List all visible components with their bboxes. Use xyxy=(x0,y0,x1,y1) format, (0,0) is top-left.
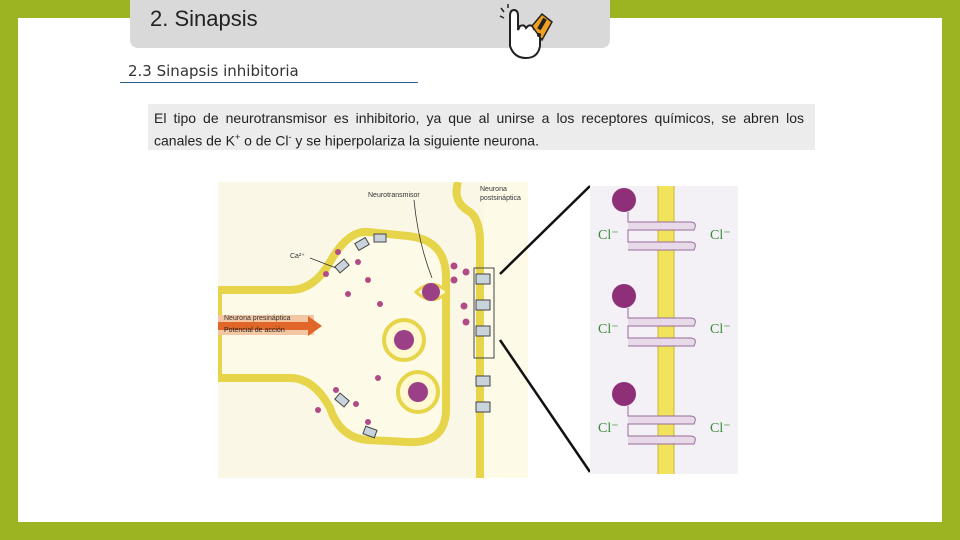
exclamation-icon xyxy=(531,12,553,42)
ion-label: Cl⁻ xyxy=(598,322,619,337)
ion-label: Cl⁻ xyxy=(710,228,731,243)
synapse-illustration: Neurona presináptica Potencial de acción… xyxy=(218,182,738,478)
label-calcium: Ca²⁺ xyxy=(290,253,305,260)
ion-label: Cl⁻ xyxy=(710,421,731,436)
label-postsynaptic-1: Neurona xyxy=(480,186,507,193)
label-neurotransmitter: Neurotransmisor xyxy=(368,192,420,199)
subtitle-underline xyxy=(120,82,418,83)
hand-pointer-icon xyxy=(499,4,553,60)
label-presynaptic: Neurona presináptica xyxy=(224,315,291,322)
zoom-receptor: Cl⁻ Cl⁻ xyxy=(598,382,731,445)
cl-superscript: - xyxy=(288,132,292,142)
section-subtitle: 2.3 Sinapsis inhibitoria xyxy=(128,62,299,80)
slide-title: 2. Sinapsis xyxy=(150,6,258,31)
label-action-potential: Potencial de acción xyxy=(224,327,285,334)
vesicle-content xyxy=(408,382,428,402)
action-potential-arrow xyxy=(218,316,322,336)
receptors xyxy=(475,273,491,413)
ion-label: Cl⁻ xyxy=(710,322,731,337)
body-paragraph: El tipo de neurotransmisor es inhibitori… xyxy=(154,109,804,151)
text-box xyxy=(148,104,815,150)
ca-channels xyxy=(334,233,387,439)
label-postsynaptic-2: postsináptica xyxy=(480,195,521,202)
text-part: y se hiperpolariza la siguiente neurona. xyxy=(291,132,539,149)
zoom-membrane xyxy=(658,186,674,474)
k-superscript: + xyxy=(234,132,241,142)
text-part: El tipo de neurotransmisor es inhibitori… xyxy=(154,110,804,149)
text-part: o de Cl xyxy=(240,132,289,149)
zoom-receptor: Cl⁻ Cl⁻ xyxy=(598,284,731,347)
zoom-receptor: Cl⁻ Cl⁻ xyxy=(598,188,731,251)
vesicle-content xyxy=(394,330,414,350)
ion-label: Cl⁻ xyxy=(598,228,619,243)
neurotransmitter-dots xyxy=(315,249,470,425)
ion-label: Cl⁻ xyxy=(598,421,619,436)
